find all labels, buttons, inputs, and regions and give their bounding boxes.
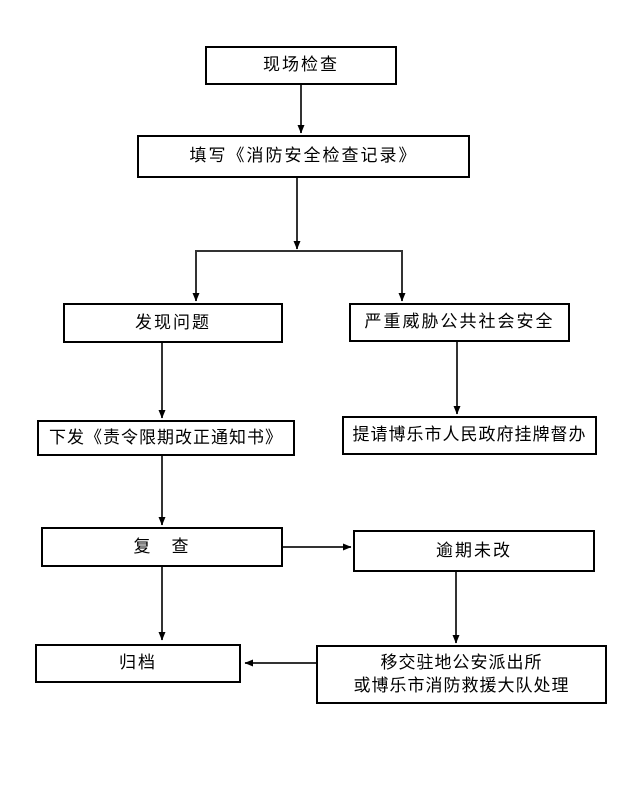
node-archive: 归档 [35, 644, 241, 683]
node-transfer-handling-label-line2: 或博乐市消防救援大队处理 [353, 675, 570, 696]
node-request-supervision-label: 提请博乐市人民政府挂牌督办 [352, 425, 587, 446]
node-overdue-uncorrected-label: 逾期未改 [436, 540, 512, 561]
node-request-supervision: 提请博乐市人民政府挂牌督办 [342, 416, 597, 455]
node-recheck-label: 复 查 [133, 536, 191, 557]
node-serious-threat-label: 严重威胁公共社会安全 [364, 312, 555, 333]
node-issue-notice: 下发《责令限期改正通知书》 [37, 420, 295, 456]
node-transfer-handling: 移交驻地公安派出所 或博乐市消防救援大队处理 [316, 645, 607, 704]
node-onsite-inspection: 现场检查 [205, 46, 397, 85]
node-problems-found-label: 发现问题 [135, 312, 211, 333]
node-fill-record-label: 填写《消防安全检查记录》 [189, 146, 418, 167]
node-transfer-handling-label-line1: 移交驻地公安派出所 [380, 652, 543, 673]
node-fill-record: 填写《消防安全检查记录》 [137, 135, 470, 178]
node-serious-threat: 严重威胁公共社会安全 [349, 303, 570, 342]
node-onsite-inspection-label: 现场检查 [263, 55, 339, 76]
node-archive-label: 归档 [119, 653, 157, 674]
node-recheck: 复 查 [41, 527, 283, 567]
node-problems-found: 发现问题 [63, 303, 283, 343]
node-overdue-uncorrected: 逾期未改 [353, 530, 595, 572]
node-issue-notice-label: 下发《责令限期改正通知书》 [49, 427, 283, 448]
